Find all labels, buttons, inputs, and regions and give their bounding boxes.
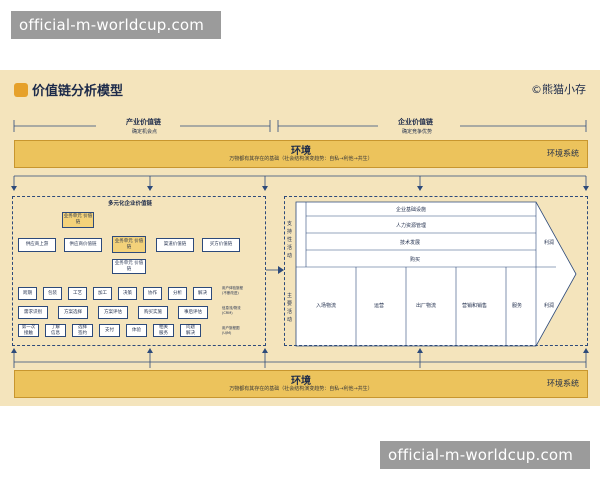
process-step: 问题 解决 xyxy=(180,324,201,337)
process-step: 方案选择 xyxy=(58,306,88,319)
process-step: 工艺 xyxy=(68,287,87,300)
unit-sub-box: 业务单元 价值链 xyxy=(112,259,146,274)
process-step: 支付 xyxy=(99,324,120,337)
primary-item-3: 出厂物流 xyxy=(416,303,437,309)
connector-lines xyxy=(11,120,589,368)
process-step: 第一次 接触 xyxy=(18,324,39,337)
primary-item-4: 营销和销售 xyxy=(462,303,488,309)
process-step: 需求识别 xyxy=(18,306,48,319)
support-item-2: 人力资源管理 xyxy=(396,223,427,229)
margin-label-bottom: 利润 xyxy=(544,303,555,309)
diagram-title-text: 价值链分析模型 xyxy=(32,84,124,99)
process-step: 选择 签约 xyxy=(72,324,93,337)
watermark-top: official-m-worldcup.com xyxy=(11,11,221,39)
primary-item-1: 入场物流 xyxy=(316,303,337,309)
environment-title: 环境 xyxy=(291,376,311,387)
header-enterprise-title: 企业价值链 xyxy=(398,118,433,126)
support-item-1: 企业基础设施 xyxy=(396,207,427,213)
margin-label-top: 利润 xyxy=(544,240,555,246)
industry-area xyxy=(12,196,266,346)
environment-title: 环境 xyxy=(291,146,311,157)
value-chain-panel: 价值链分析模型 ©熊猫小存 xyxy=(0,70,600,406)
side-note-2: 信息流/物流 (CRM) xyxy=(222,306,241,315)
environment-subtitle: 万物都有其存在的基础（社会结构演变趋势：自私→利他→共生） xyxy=(229,156,373,162)
primary-item-2: 运营 xyxy=(374,303,385,309)
environment-subtitle: 万物都有其存在的基础（社会结构演变趋势：自私→利他→共生） xyxy=(229,386,373,392)
header-industry-sub: 确定机会点 xyxy=(132,129,158,135)
process-step: 方案评估 xyxy=(98,306,128,319)
header-industry-title: 产业价值链 xyxy=(126,118,161,126)
copyright: ©熊猫小存 xyxy=(531,83,586,96)
process-step: 购买实施 xyxy=(138,306,168,319)
environment-band-bottom: 环境 万物都有其存在的基础（社会结构演变趋势：自私→利他→共生） 环境系统 xyxy=(14,370,588,398)
side-note-1: 用户体验旅程 (不断改进) xyxy=(222,286,243,295)
process-step: 跨期 xyxy=(18,287,37,300)
header-enterprise-sub: 确定竞争优势 xyxy=(402,129,433,135)
panda-icon xyxy=(14,83,28,97)
primary-activities-label: 主要活动 xyxy=(287,293,293,323)
process-step: 分析 xyxy=(168,287,187,300)
buyer-box: 买方价值链 xyxy=(202,238,240,252)
process-step: 相关 服务 xyxy=(153,324,174,337)
process-step: 了解 信息 xyxy=(45,324,66,337)
process-step: 体验 xyxy=(126,324,147,337)
support-item-3: 技术发展 xyxy=(400,240,421,246)
side-note-3: 用户旅程图 (UJM) xyxy=(222,326,240,335)
process-step: 协作 xyxy=(143,287,162,300)
process-step: 事后评估 xyxy=(178,306,208,319)
supplier-upstream-box: 供应商上游 xyxy=(18,238,56,252)
channel-box: 渠道价值链 xyxy=(156,238,194,252)
unit-main-box: 业务单元 价值链 xyxy=(112,236,146,253)
primary-item-5: 服务 xyxy=(512,303,523,309)
enterprise-area xyxy=(284,196,588,346)
environment-band-top: 环境 万物都有其存在的基础（社会结构演变趋势：自私→利他→共生） 环境系统 xyxy=(14,140,588,168)
process-step: 决策 xyxy=(118,287,137,300)
upstream-unit-box: 业务单元 价值链 xyxy=(62,212,94,228)
support-item-4: 购买 xyxy=(410,257,421,263)
supplier-chain-box: 供应商价值链 xyxy=(64,238,102,252)
watermark-bottom: official-m-worldcup.com xyxy=(380,441,590,469)
left-title: 多元化企业价值链 xyxy=(108,201,153,207)
process-step: 解决 xyxy=(193,287,212,300)
environment-system-label: 环境系统 xyxy=(547,379,579,388)
environment-system-label: 环境系统 xyxy=(547,149,579,158)
diagram-title: 价值链分析模型 xyxy=(14,80,123,99)
process-step: 加工 xyxy=(93,287,112,300)
support-activities-label: 支持性活动 xyxy=(287,221,293,259)
process-step: 包装 xyxy=(43,287,62,300)
